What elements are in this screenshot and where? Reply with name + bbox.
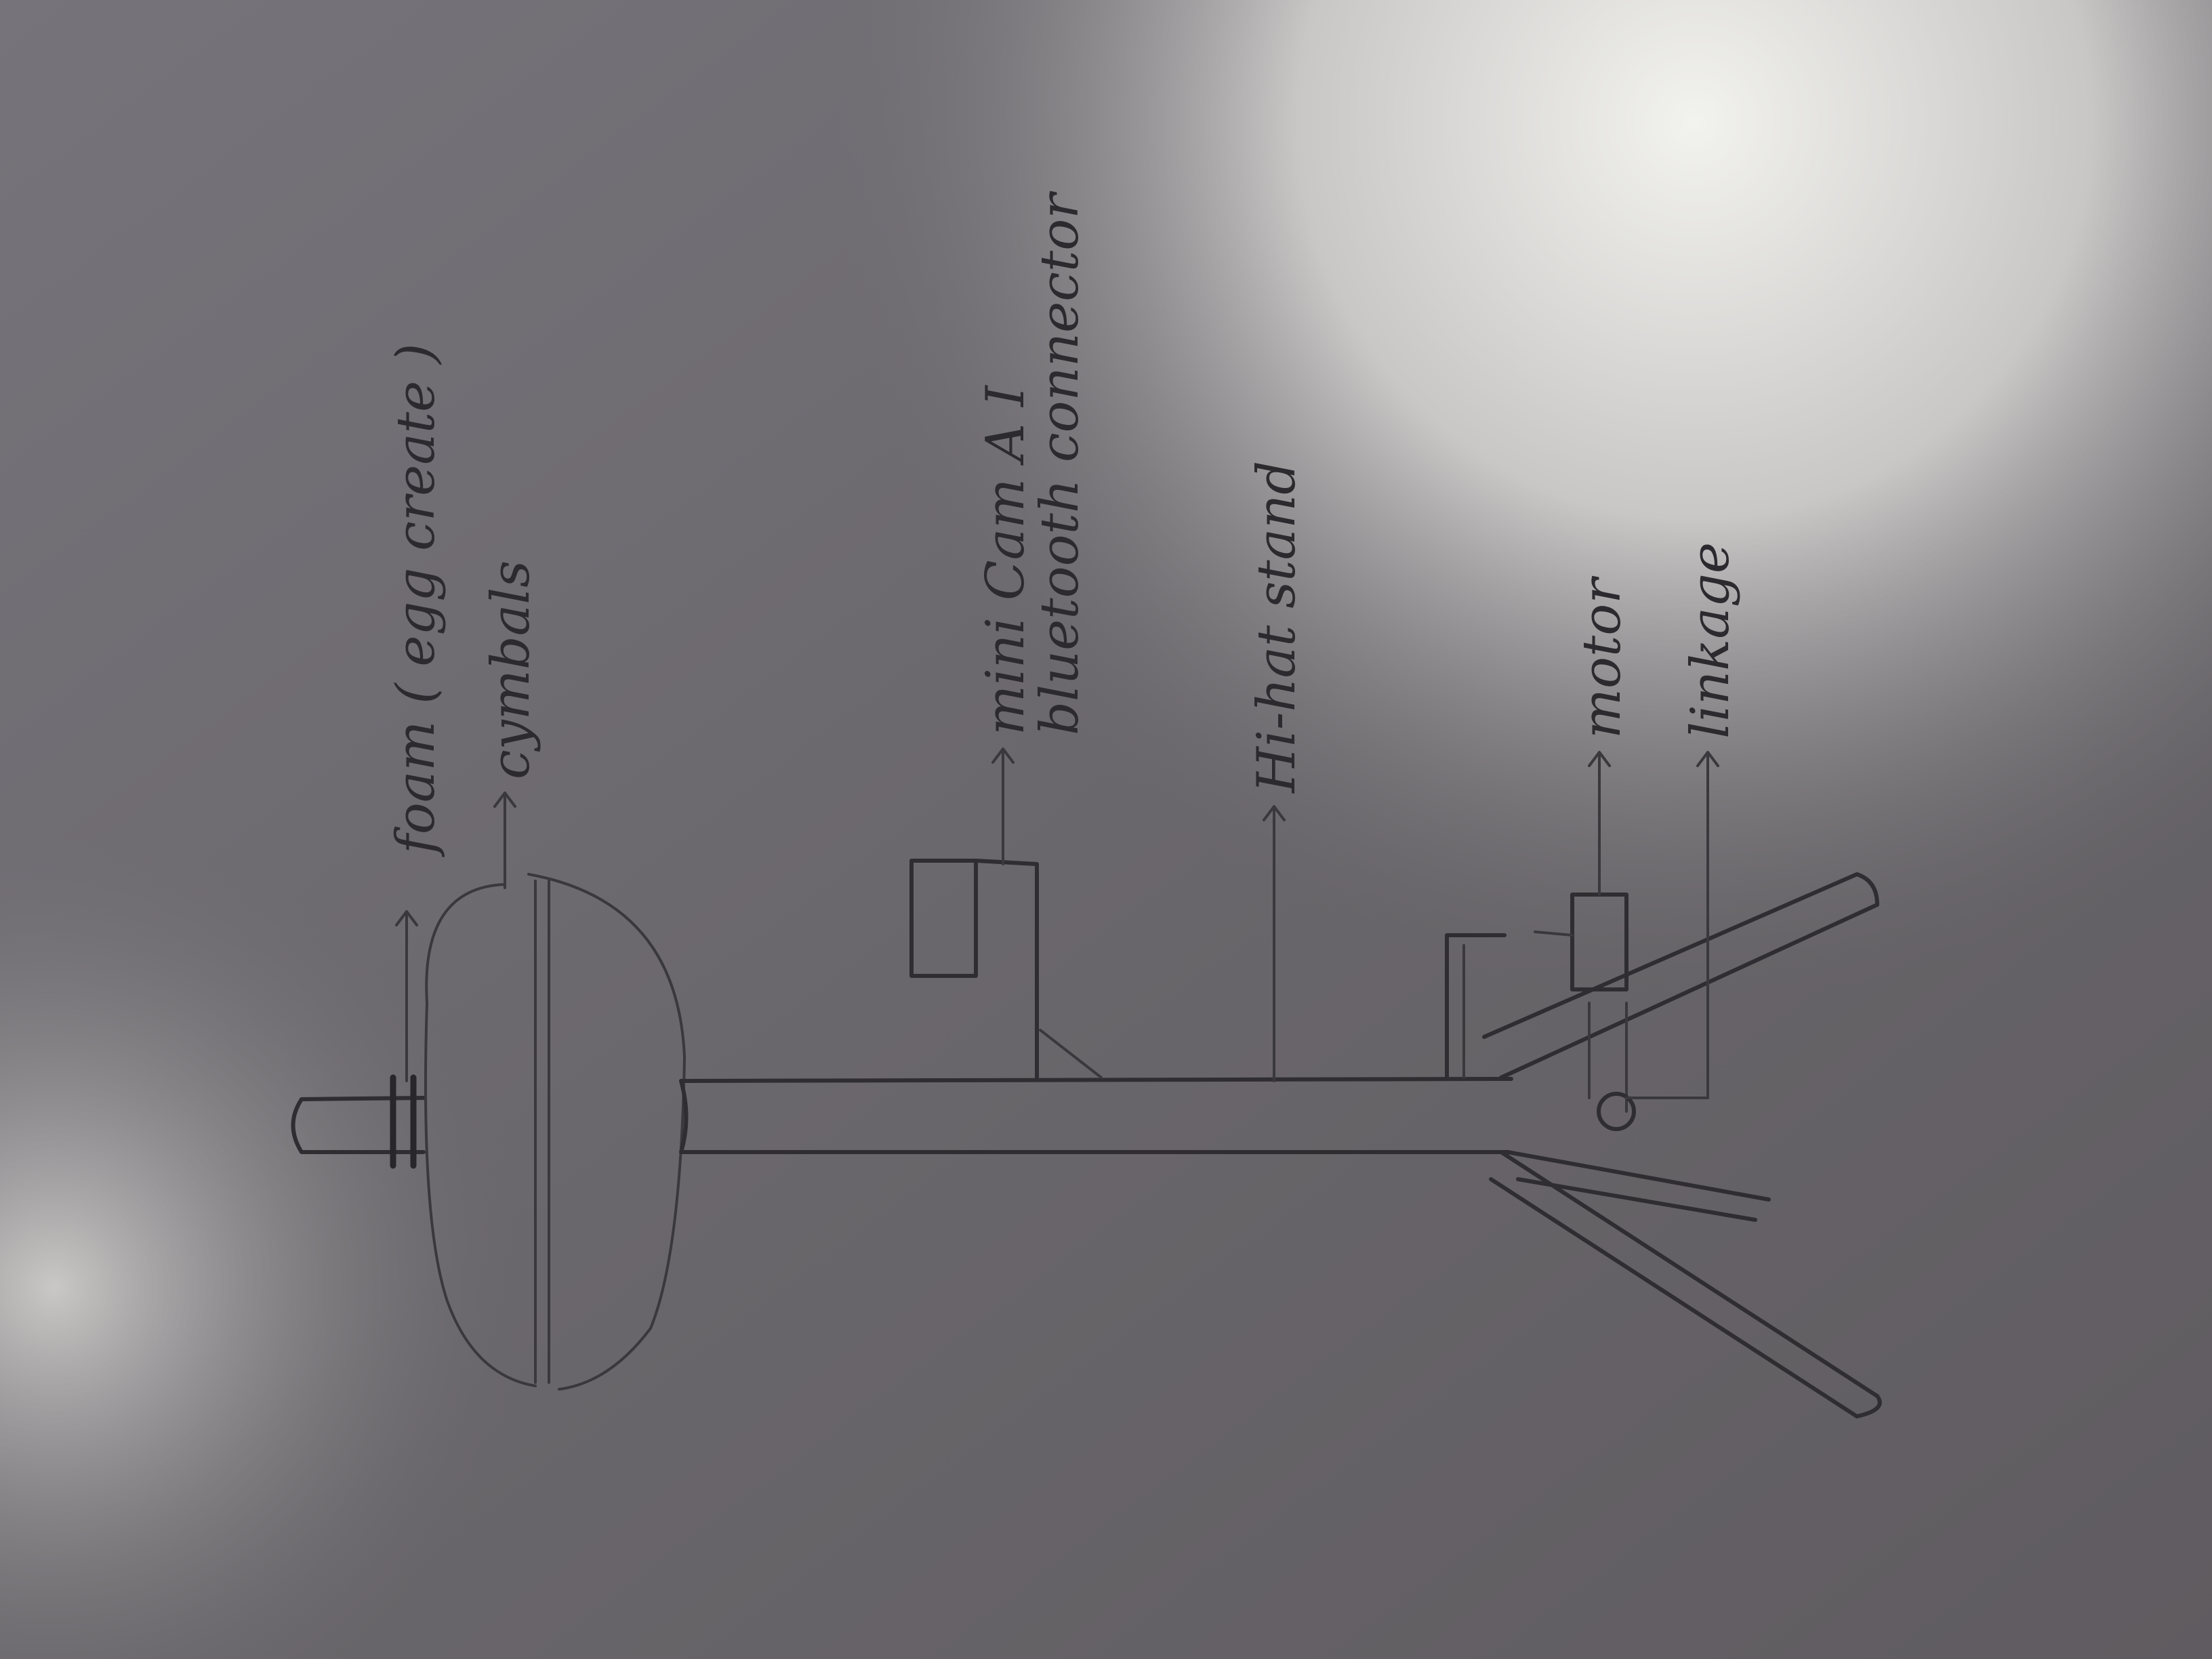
bottom-cymbal [527,873,686,1391]
linkage-rod [1482,872,1879,1131]
stand-label: Hi-hat stand [1246,461,1307,794]
motor-label: motor [1572,575,1633,739]
motor-assembly [1445,893,1629,1080]
label-arrows [395,747,1719,1099]
camera-label-line2: bluetooth connector [1029,190,1090,735]
camera-label-line1: mini Cam A I [975,384,1036,735]
foam-label: foam ( egg create ) [386,344,447,858]
camera-box [909,859,1103,1080]
foam-knob [291,1074,426,1169]
hi-hat-shaft [679,1077,1513,1154]
tripod-legs [1489,1150,1882,1418]
top-cymbal [424,883,537,1387]
cymbals-label: cymbals [480,560,541,779]
linkage-label: linkage [1680,542,1741,739]
